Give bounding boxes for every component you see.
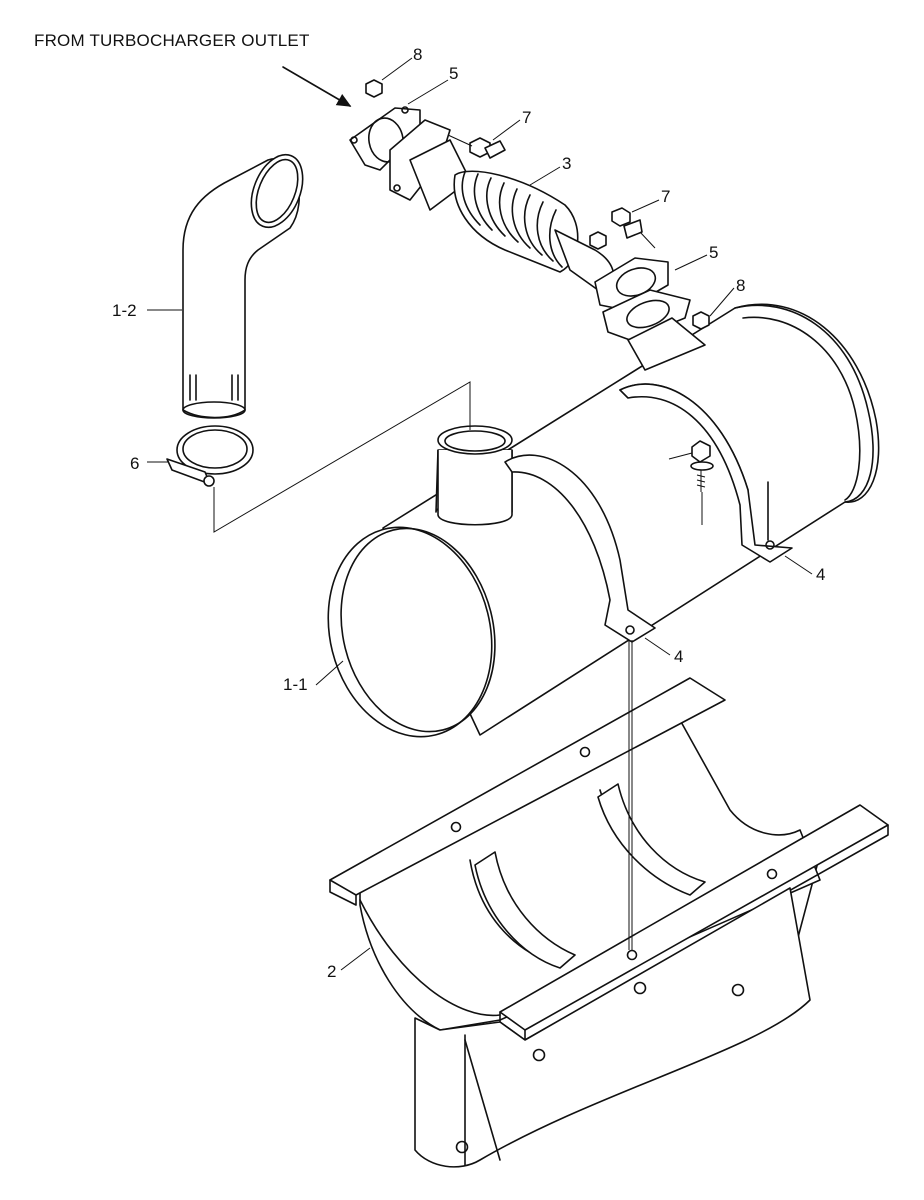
tail-pipe [182, 153, 304, 419]
leader-lines [147, 57, 813, 971]
support-cradle [329, 677, 889, 1168]
callout-4-bracket-mid: 4 [674, 647, 684, 666]
callout-4-bracket-right: 4 [816, 565, 826, 584]
mounting-straps [504, 383, 793, 643]
callout-6-clamp: 6 [130, 454, 140, 473]
fasteners [365, 79, 714, 492]
callout-1-1-muffler: 1-1 [283, 675, 308, 694]
callout-7-bolt-mid: 7 [661, 187, 671, 206]
flexible-exhaust-pipe [349, 106, 706, 371]
muffler-inlet-neck [435, 425, 513, 526]
pipe-clamp [166, 425, 254, 487]
callout-8-nut-mid: 8 [736, 276, 746, 295]
flow-arrow [282, 66, 352, 107]
callout-1-2-tail-pipe: 1-2 [112, 301, 137, 320]
assembly-lines [213, 381, 703, 950]
callout-5-gasket-mid: 5 [709, 243, 719, 262]
callout-3-flex-pipe: 3 [562, 154, 572, 173]
callout-7-bolt-top: 7 [522, 108, 532, 127]
callout-5-gasket-top: 5 [449, 64, 459, 83]
callout-8-nut-top: 8 [413, 45, 423, 64]
callout-2-support: 2 [327, 962, 337, 981]
turbocharger-outlet-caption: FROM TURBOCHARGER OUTLET [34, 31, 310, 50]
